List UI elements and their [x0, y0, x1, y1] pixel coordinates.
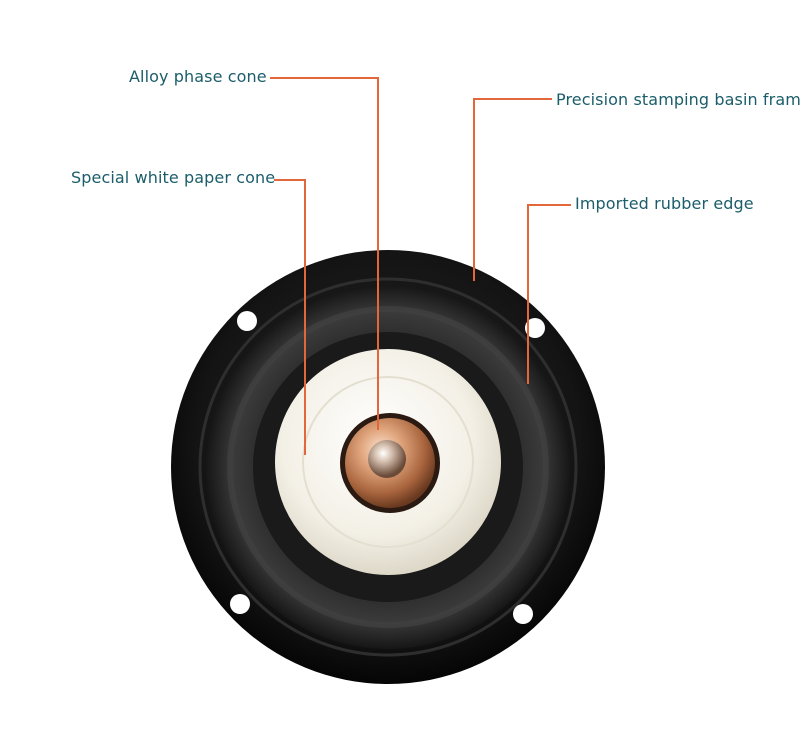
leader-rubber	[527, 204, 571, 384]
mounting-hole	[230, 594, 250, 614]
label-alloy-phase-cone: Alloy phase cone	[129, 67, 267, 86]
mounting-hole	[237, 311, 257, 331]
leader-lines	[270, 77, 571, 455]
label-precision-basin-frame: Precision stamping basin frame	[556, 90, 800, 109]
mounting-hole	[525, 318, 545, 338]
mounting-hole	[513, 604, 533, 624]
label-rubber-edge: Imported rubber edge	[575, 194, 754, 213]
leader-alloy	[270, 77, 379, 430]
leader-precision	[473, 98, 552, 281]
paper-cone-ring	[302, 376, 474, 548]
phase-cone-cap	[368, 440, 406, 478]
rubber-ridge	[227, 306, 549, 628]
leader-paper	[274, 179, 306, 455]
label-white-paper-cone: Special white paper cone	[71, 168, 276, 187]
frame-inner-edge	[198, 277, 578, 657]
